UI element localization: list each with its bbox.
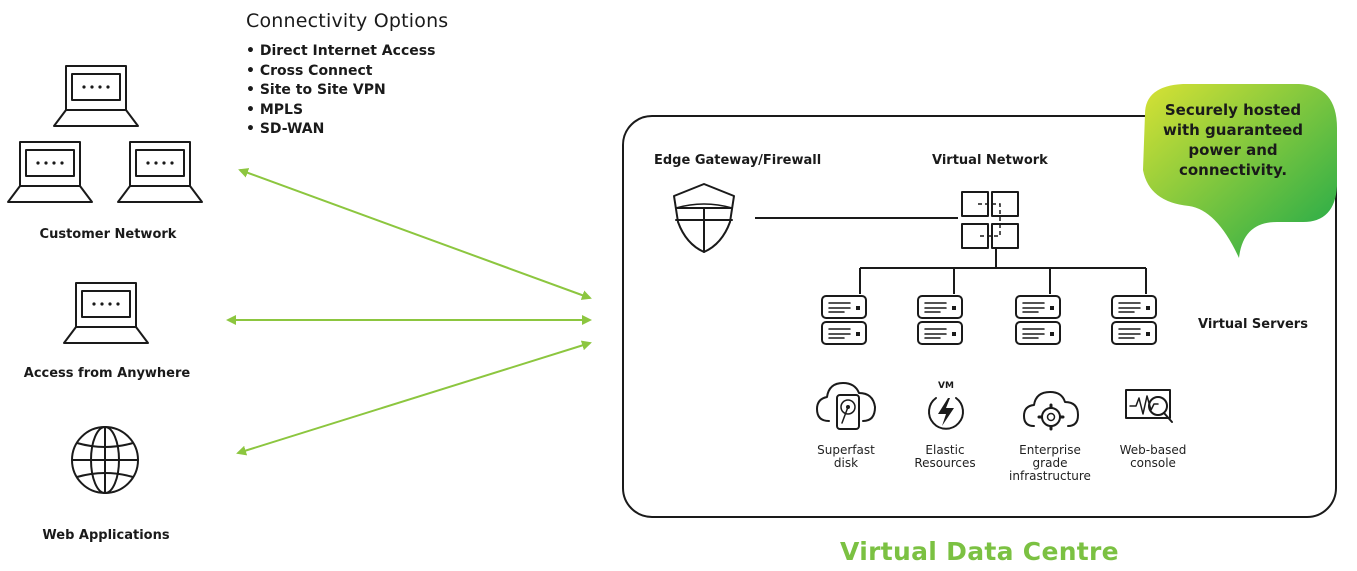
superfast-disk-label: Superfast disk: [799, 444, 893, 470]
callout-text: Securely hosted with guaranteed power an…: [1143, 100, 1323, 180]
feature-line: Enterprise: [1019, 443, 1081, 457]
feature-line: grade: [1032, 456, 1068, 470]
feature-line: Superfast: [817, 443, 875, 457]
elastic-resources-label: Elastic Resources: [898, 444, 992, 470]
feature-line: Elastic: [925, 443, 965, 457]
feature-line: Web-based: [1119, 443, 1187, 457]
feature-line: console: [1130, 456, 1176, 470]
edge-gateway-label: Edge Gateway/Firewall: [654, 153, 822, 168]
access-anywhere-label: Access from Anywhere: [23, 366, 191, 381]
option-item: MPLS: [246, 101, 435, 121]
callout-line: Securely hosted: [1164, 101, 1302, 119]
globe-icon: [71, 426, 139, 494]
callout-line: with guaranteed: [1162, 121, 1304, 139]
callout-bubble: [1143, 84, 1337, 258]
server-icon: [917, 295, 963, 345]
callout-line: connectivity.: [1178, 161, 1288, 179]
disk-cloud-icon: [816, 382, 876, 430]
web-console-label: Web-based console: [1106, 444, 1200, 470]
datacentre-title: Virtual Data Centre: [840, 537, 1119, 566]
option-item: Cross Connect: [246, 62, 435, 82]
server-icon: [1015, 295, 1061, 345]
shield-icon: [673, 183, 735, 253]
monitor-pulse-icon: [1125, 389, 1173, 423]
enterprise-infrastructure-label: Enterprise grade infrastructure: [995, 444, 1105, 483]
option-item: SD-WAN: [246, 120, 435, 140]
lightning-icon: [928, 397, 964, 430]
option-item: Direct Internet Access: [246, 42, 436, 62]
feature-line: disk: [833, 456, 859, 470]
web-applications-label: Web Applications: [42, 528, 170, 543]
callout-line: power and: [1188, 141, 1278, 159]
option-item: Site to Site VPN: [246, 81, 435, 101]
feature-line: Resources: [914, 456, 976, 470]
server-icon: [821, 295, 867, 345]
virtual-servers-label: Virtual Servers: [1198, 317, 1308, 332]
arrow-customer-network: [238, 168, 592, 300]
connectivity-title: Connectivity Options: [246, 10, 449, 32]
connectivity-options-list: Direct Internet Access Cross Connect Sit…: [246, 42, 436, 140]
vm-badge: VM: [938, 381, 954, 391]
network-icon: [961, 191, 1019, 249]
feature-line: infrastructure: [1009, 469, 1091, 483]
datacentre-frame: [622, 115, 1337, 518]
virtual-network-label: Virtual Network: [932, 153, 1048, 168]
server-icon: [1111, 295, 1157, 345]
gear-cloud-icon: [1023, 391, 1079, 431]
arrow-web-applications: [236, 340, 592, 456]
customer-network-label: Customer Network: [39, 227, 177, 242]
